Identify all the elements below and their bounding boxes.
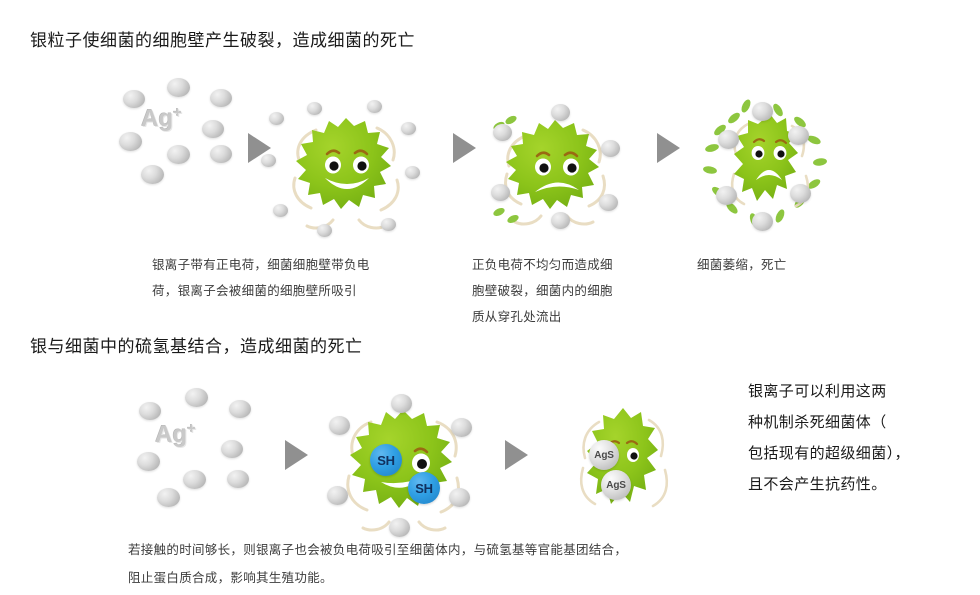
silver-sphere — [119, 132, 142, 151]
silver-sphere — [141, 165, 164, 184]
thiol-bubble-2: SH — [408, 472, 440, 504]
silver-sphere — [449, 488, 470, 507]
silver-sphere — [752, 212, 773, 231]
silver-sphere — [167, 145, 190, 164]
silver-sphere — [229, 400, 251, 418]
silver-ion-element: Ag — [141, 105, 173, 132]
caption-line: 阻止蛋白质合成，影响其生殖功能。 — [128, 571, 333, 585]
silver-sphere — [718, 130, 739, 149]
silver-sphere — [157, 488, 180, 507]
silver-sphere — [221, 440, 243, 458]
side-note-line: 种机制杀死细菌体（ — [748, 414, 887, 431]
silver-sphere — [167, 78, 190, 97]
silver-sphere — [391, 394, 412, 413]
silver-sphere — [227, 470, 249, 488]
section-2-heading: 银与细菌中的硫氢基结合，造成细菌的死亡 — [30, 337, 363, 356]
silver-sphere — [273, 204, 288, 217]
silver-sphere — [551, 104, 570, 121]
caption-line: 荷，银离子会被细菌的细胞壁所吸引 — [152, 284, 357, 298]
silver-sphere — [601, 140, 620, 157]
silver-sphere — [269, 112, 284, 125]
silver-sphere — [405, 166, 420, 179]
silver-ion-cluster-2: Ag+ — [125, 388, 275, 522]
silver-sphere — [716, 186, 737, 205]
silver-sphere — [202, 120, 224, 138]
silver-sphere — [139, 402, 161, 420]
silver-sphere — [401, 122, 416, 135]
damaged-bacterium — [491, 104, 620, 229]
silver-sphere — [491, 184, 510, 201]
caption-line: 若接触的时间够长，则银离子也会被负电荷吸引至细菌体内，与硫氢基等官能基团结合， — [128, 543, 628, 557]
bacterium-illustration — [579, 408, 669, 508]
silver-ion-element: Ag — [155, 421, 187, 448]
arrow-right-icon-5 — [505, 440, 528, 470]
section-1-caption-3: 细菌萎缩，死亡 — [697, 252, 877, 278]
side-note-line: 银离子可以利用这两 — [748, 383, 887, 400]
silver-sphere — [790, 184, 811, 203]
bacterium-with-silver-sulfide: AgS AgS — [565, 400, 685, 525]
caption-line: 正负电荷不均匀而造成细 — [472, 258, 613, 272]
thiol-bubble-1: SH — [370, 444, 402, 476]
silver-sphere — [137, 452, 160, 471]
silver-sphere — [493, 124, 512, 141]
silver-ion-label: Ag+ — [155, 420, 196, 449]
silver-sphere — [389, 518, 410, 537]
silver-sphere — [307, 102, 322, 115]
side-note: 银离子可以利用这两 种机制杀死细菌体（ 包括现有的超级细菌）， 且不会产生抗药性… — [748, 376, 972, 500]
silver-sphere — [451, 418, 472, 437]
silver-sphere — [261, 154, 276, 167]
silver-sphere — [329, 416, 350, 435]
section-2-caption: 若接触的时间够长，则银离子也会被负电荷吸引至细菌体内，与硫氢基等官能基团结合， … — [128, 536, 627, 592]
silver-sphere — [381, 218, 396, 231]
silver-sphere — [210, 89, 232, 107]
section-1-caption-2: 正负电荷不均匀而造成细 胞壁破裂，细菌内的细胞 质从穿孔处流出 — [472, 252, 682, 330]
silver-sulfide-bubble-2: AgS — [601, 470, 631, 500]
silver-sphere — [185, 388, 208, 407]
silver-sphere — [210, 145, 232, 163]
silver-sphere — [752, 102, 773, 121]
silver-ion-cluster-1: Ag+ — [105, 78, 255, 212]
silver-sphere — [123, 90, 145, 108]
caption-line: 胞壁破裂，细菌内的细胞 — [472, 284, 613, 298]
shriveled-bacterium — [700, 99, 840, 235]
caption-line: 质从穿孔处流出 — [472, 310, 562, 324]
section-1-caption-1: 银离子带有正电荷，细菌细胞壁带负电 荷，银离子会被细菌的细胞壁所吸引 — [152, 252, 442, 304]
silver-sphere — [788, 126, 809, 145]
silver-sphere — [367, 100, 382, 113]
side-note-line: 包括现有的超级细菌）， — [748, 445, 910, 462]
bacterium-illustration — [703, 99, 827, 227]
silver-ion-label: Ag+ — [141, 104, 182, 133]
arrow-right-icon-4 — [285, 440, 308, 470]
silver-sphere — [183, 470, 206, 489]
arrow-right-icon-3 — [657, 133, 680, 163]
bacterium-illustration — [292, 118, 400, 230]
section-1-heading: 银粒子使细菌的细胞壁产生破裂，造成细菌的死亡 — [30, 31, 415, 50]
bacterium-illustration — [493, 115, 606, 226]
healthy-bacterium — [261, 100, 420, 237]
side-note-line: 且不会产生抗药性。 — [748, 476, 887, 493]
caption-line: 银离子带有正电荷，细菌细胞壁带负电 — [152, 258, 370, 272]
silver-sulfide-bubble-1: AgS — [589, 440, 619, 470]
bacterium-with-thiol: SH SH — [327, 394, 473, 537]
caption-line: 细菌萎缩，死亡 — [697, 258, 787, 272]
silver-sphere — [317, 224, 332, 237]
silver-ion-charge: + — [173, 104, 182, 121]
silver-ion-charge: + — [187, 420, 196, 437]
arrow-right-icon-2 — [453, 133, 476, 163]
silver-sphere — [599, 194, 618, 211]
bacterium-illustration — [346, 410, 460, 532]
silver-sphere — [551, 212, 570, 229]
silver-sphere — [327, 486, 348, 505]
